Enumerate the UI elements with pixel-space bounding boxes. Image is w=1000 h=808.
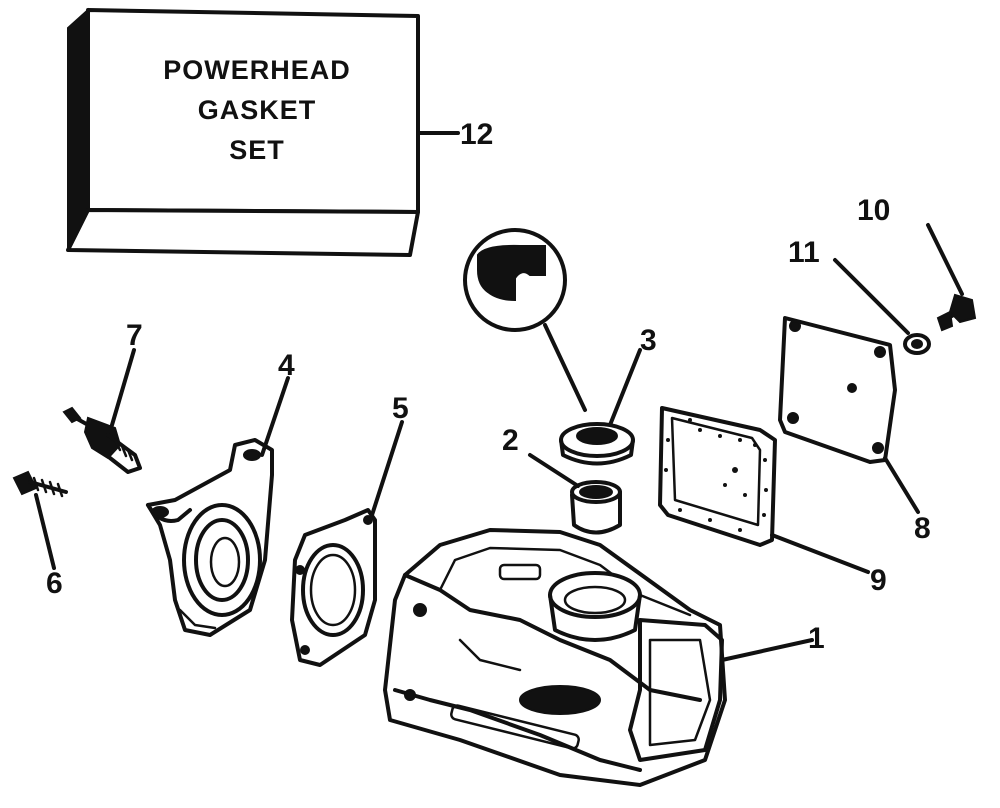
bolt-part — [926, 223, 977, 332]
housing-part — [383, 528, 814, 787]
washer-part — [833, 258, 931, 355]
callout-11: 11 — [788, 236, 820, 269]
cover-gasket-part — [658, 406, 870, 574]
box-label-line3: SET — [229, 135, 285, 165]
callout-10: 10 — [857, 194, 890, 227]
end-cap-part — [146, 376, 290, 637]
callout-7: 7 — [126, 319, 143, 352]
fitting-part — [62, 348, 142, 474]
callout-3: 3 — [640, 324, 657, 357]
callout-9: 9 — [870, 564, 887, 597]
seal-part — [543, 323, 642, 466]
cover-plate-part — [778, 316, 920, 514]
bushing-part — [528, 453, 622, 535]
callout-8: 8 — [914, 512, 931, 545]
gasket-set-box: POWERHEAD GASKET SET — [66, 7, 420, 257]
box-label-line1: POWERHEAD — [163, 55, 351, 85]
box-label-line2: GASKET — [198, 95, 317, 125]
callout-4: 4 — [278, 349, 295, 382]
screw-part — [12, 470, 68, 570]
callout-12: 12 — [460, 118, 493, 151]
end-cap-gasket-part — [290, 420, 404, 667]
seal-detail-inset — [463, 228, 567, 332]
callout-2: 2 — [502, 424, 519, 457]
callout-5: 5 — [392, 392, 409, 425]
callout-1: 1 — [808, 622, 825, 655]
callout-6: 6 — [46, 567, 63, 600]
